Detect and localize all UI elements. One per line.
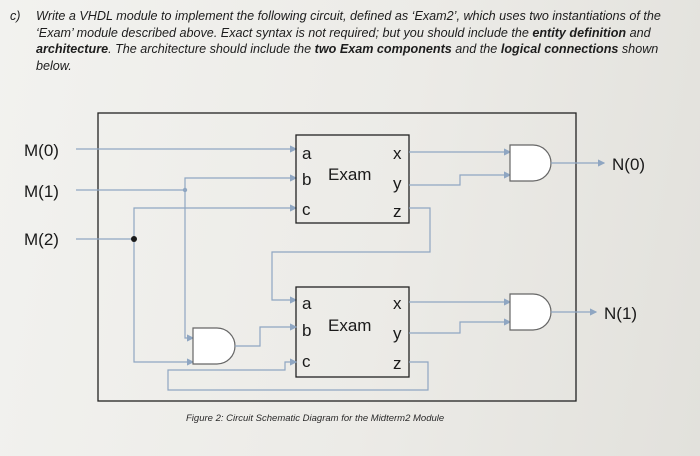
junction-dot [131,236,137,242]
output-n1-label: N(1) [604,304,637,323]
wire-y1-to-gate [409,171,512,186]
exam2-pin-x: x [393,294,402,313]
wire-m1-to-b1 [98,174,298,191]
wire-y2-to-gate [409,318,512,334]
exam-module-1 [295,134,410,224]
question-seg: Write a VHDL module to implement the fol… [36,9,661,40]
exam2-pin-z: z [393,354,402,373]
figure-caption: Figure 2: Circuit Schematic Diagram for … [186,413,445,424]
wire-z1-to-a2 [271,207,431,304]
wire-gate-to-b2 [235,323,298,347]
question-seg: shown below. [36,42,659,73]
junction-dot [182,187,188,193]
question-bold-seg: two Exam components [314,42,452,56]
exam2-pin-y: y [393,324,402,343]
exam1-pin-x: x [393,144,402,163]
exam2-pin-b: b [302,321,311,340]
question-seg: and the [451,42,501,56]
exam2-pin-c: c [302,352,311,371]
question-label: c) [10,9,21,23]
exam2-title: Exam [328,316,371,335]
wire-z2-to-c2 [167,358,429,391]
question-text: c) Write a VHDL module to implement the … [10,8,690,74]
question-body: Write a VHDL module to implement the fol… [36,8,690,74]
question-seg: and [626,25,651,40]
question-seg: . The architecture should include the [108,42,315,56]
input-m0-label: M(0) [24,141,59,160]
and-gate-bottom-left [192,327,236,365]
exam1-pin-z: z [393,202,402,221]
output-n0-label: N(0) [612,155,645,174]
exam-module-2 [295,286,410,378]
question-bold-seg: logical connections [500,42,619,56]
and-gate-bottom-right [509,293,552,331]
input-m1-label: M(1) [24,182,59,201]
exam1-pin-b: b [302,170,311,189]
and-gate-top [509,144,552,182]
question-bold-seg: architecture [36,42,109,56]
exam2-pin-a: a [302,294,312,313]
question-bold-seg: entity definition [532,25,627,40]
exam1-title: Exam [328,165,371,184]
wire-m2-to-gate [133,239,195,366]
wire-m1-to-gate [184,190,195,342]
wire-m2-to-c1 [133,204,298,239]
module-boundary [97,112,577,402]
input-m2-label: M(2) [24,230,59,249]
exam1-pin-c: c [302,200,311,219]
exam1-pin-a: a [302,144,312,163]
exam1-pin-y: y [393,174,402,193]
